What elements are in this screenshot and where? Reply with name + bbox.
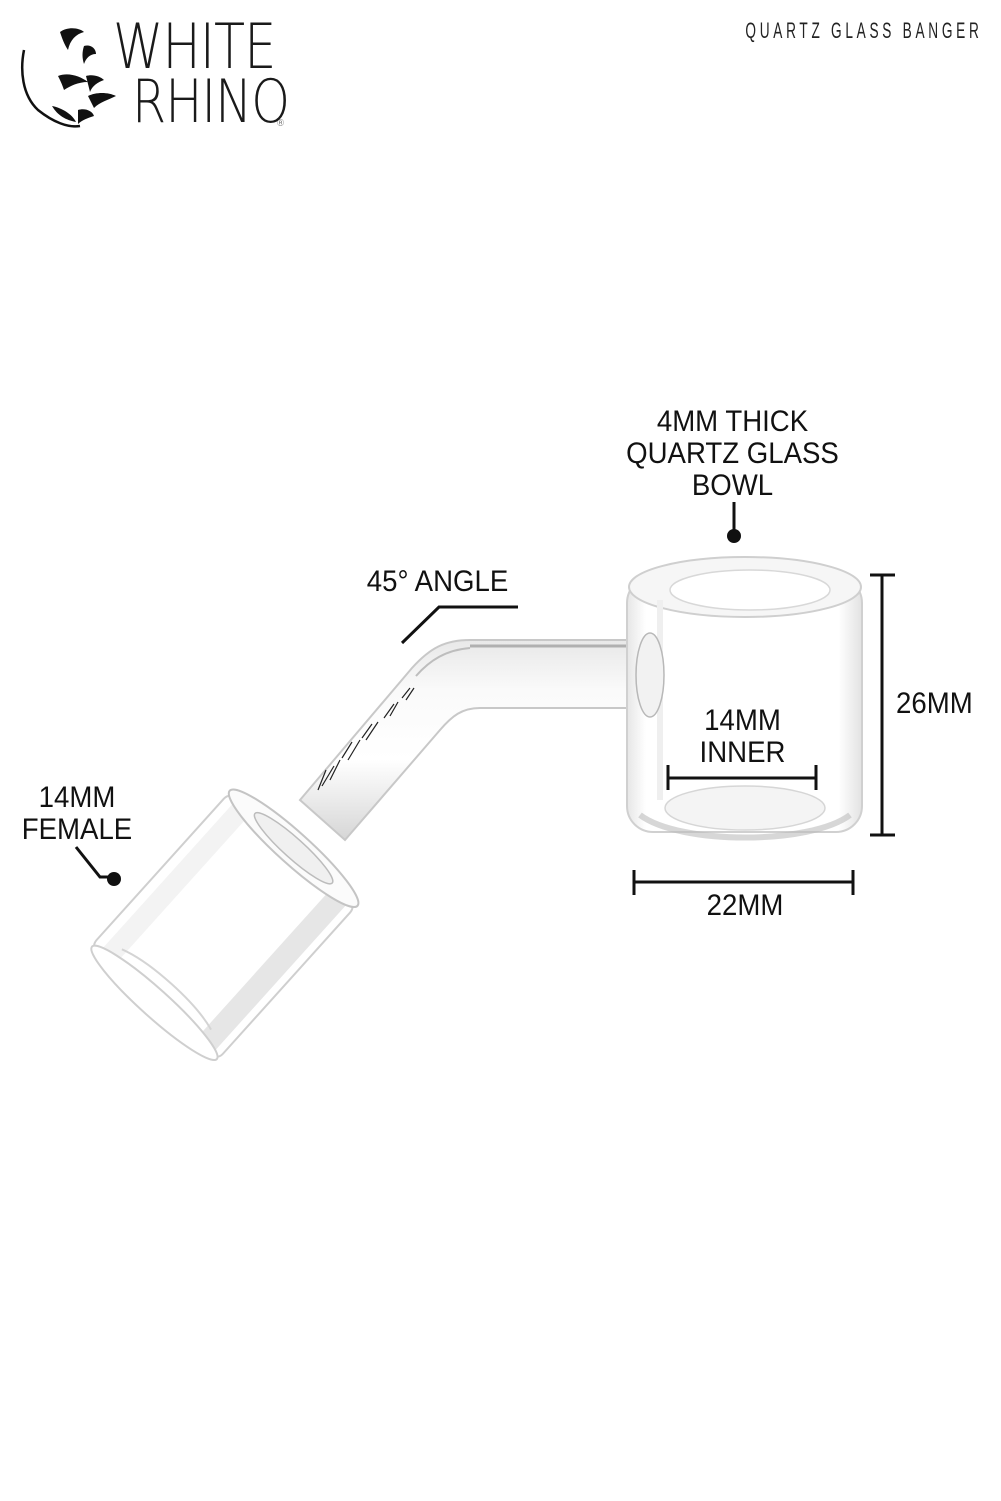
- callout-angle: [400, 605, 518, 645]
- label-angle: 45° ANGLE: [366, 565, 509, 598]
- etched-signature: [317, 687, 415, 791]
- female-joint: [90, 788, 360, 1061]
- label-bowl-line2: QUARTZ GLASS: [626, 437, 839, 470]
- label-height: 26MM: [896, 687, 973, 720]
- registered-mark: ®: [276, 119, 285, 129]
- label-joint-line2: FEMALE: [21, 813, 133, 846]
- label-bowl-line1: 4MM THICK: [656, 405, 809, 438]
- quartz-bowl: [626, 556, 863, 841]
- brand-word-rhino: RHINO: [132, 67, 290, 137]
- label-inner: 14MM INNER: [676, 705, 809, 769]
- callout-bowl: [727, 502, 741, 543]
- brand-logo: WHITE RHINO ®: [18, 10, 298, 137]
- label-inner-line1: 14MM: [704, 704, 781, 737]
- dimension-inner: [666, 765, 818, 790]
- label-width: 22MM: [706, 889, 784, 922]
- rhino-head-icon: [21, 28, 116, 128]
- label-inner-line2: INNER: [699, 736, 786, 769]
- dimension-height: [870, 573, 895, 837]
- glass-arm: [298, 639, 631, 842]
- label-bowl-line3: BOWL: [691, 469, 774, 502]
- dimension-width: [632, 870, 855, 895]
- product-title: QUARTZ GLASS BANGER: [745, 18, 983, 43]
- brand-word-white: WHITE: [113, 10, 276, 83]
- callout-female: [74, 846, 121, 886]
- label-joint-line1: 14MM: [38, 781, 116, 814]
- label-joint: 14MM FEMALE: [17, 782, 137, 846]
- label-bowl: 4MM THICK QUARTZ GLASS BOWL: [611, 406, 855, 502]
